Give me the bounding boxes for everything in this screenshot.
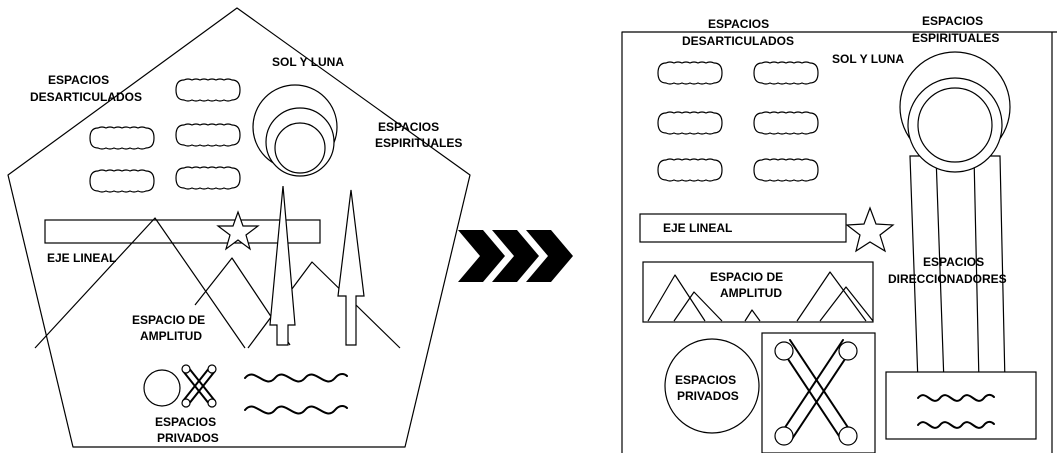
label-direccionadores-line2: DIRECCIONADORES (888, 272, 1007, 286)
wave-lines (917, 393, 995, 429)
label-amplitud-line1: ESPACIO DE (710, 270, 783, 284)
sun-moon-symbol (899, 51, 1011, 173)
label-amplitud-line2: AMPLITUD (720, 286, 782, 300)
directional-arrows (269, 185, 365, 346)
label-direccionadores-line1: ESPACIOS (923, 255, 984, 269)
left-pentagon-diagram: ESPACIOS DESARTICULADOS SOL Y LUNA ESPAC… (7, 7, 471, 448)
chevron-right-icon (526, 230, 573, 282)
cloud-shape (753, 111, 819, 135)
directional-columns (909, 155, 1006, 384)
label-sol-luna: SOL Y LUNA (272, 55, 344, 69)
cloud-shape (175, 166, 241, 190)
mountains (647, 271, 874, 322)
crossed-bars-icon (181, 364, 217, 408)
cloud-shape (657, 158, 723, 182)
cloud-shape (657, 61, 723, 85)
private-space-circle (143, 369, 181, 407)
label-desarticulados-line1: ESPACIOS (48, 73, 109, 87)
sun-moon-symbol (252, 84, 338, 177)
label-privados-line2: PRIVADOS (157, 431, 219, 445)
label-amplitud-line2: AMPLITUD (140, 329, 202, 343)
cloud-shape (89, 126, 155, 150)
label-espirituales-line1: ESPACIOS (378, 120, 439, 134)
amplitud-box (642, 261, 874, 323)
cloud-shape (175, 78, 241, 102)
label-eje-lineal: EJE LINEAL (47, 251, 116, 265)
waves-box (885, 371, 1037, 440)
label-privados-line1: ESPACIOS (155, 415, 216, 429)
label-espirituales-line2: ESPIRITUALES (912, 31, 999, 45)
private-space-circle (664, 338, 760, 434)
desarticulados-cloud-group (657, 61, 819, 182)
label-desarticulados-line1: ESPACIOS (708, 17, 769, 31)
cloud-shape (89, 169, 155, 193)
cloud-shape (753, 158, 819, 182)
label-desarticulados-line2: DESARTICULADOS (30, 90, 142, 104)
label-espirituales-line1: ESPACIOS (922, 14, 983, 28)
chevron-right-icon (458, 230, 505, 282)
transition-chevrons (458, 230, 573, 282)
plan-frame (621, 31, 1057, 453)
pentagon-outline (7, 7, 471, 448)
cloud-shape (753, 61, 819, 85)
star-icon (845, 206, 895, 253)
star-icon (216, 210, 260, 251)
label-privados-line1: ESPACIOS (675, 373, 736, 387)
label-desarticulados-line2: DESARTICULADOS (682, 34, 794, 48)
cloud-shape (657, 111, 723, 135)
chevron-right-icon (492, 230, 539, 282)
label-espirituales-line2: ESPIRITUALES (375, 136, 462, 150)
cloud-shape (175, 123, 241, 147)
crossed-bars-icon (774, 339, 858, 446)
eje-lineal-bar (639, 213, 847, 243)
label-eje-lineal: EJE LINEAL (663, 221, 732, 235)
label-amplitud-line1: ESPACIO DE (132, 313, 205, 327)
label-sol-luna: SOL Y LUNA (832, 52, 904, 66)
right-plan-diagram: ESPACIOS DESARTICULADOS SOL Y LUNA ESPAC… (621, 14, 1057, 453)
label-privados-line2: PRIVADOS (677, 389, 739, 403)
wave-lines (244, 373, 348, 415)
